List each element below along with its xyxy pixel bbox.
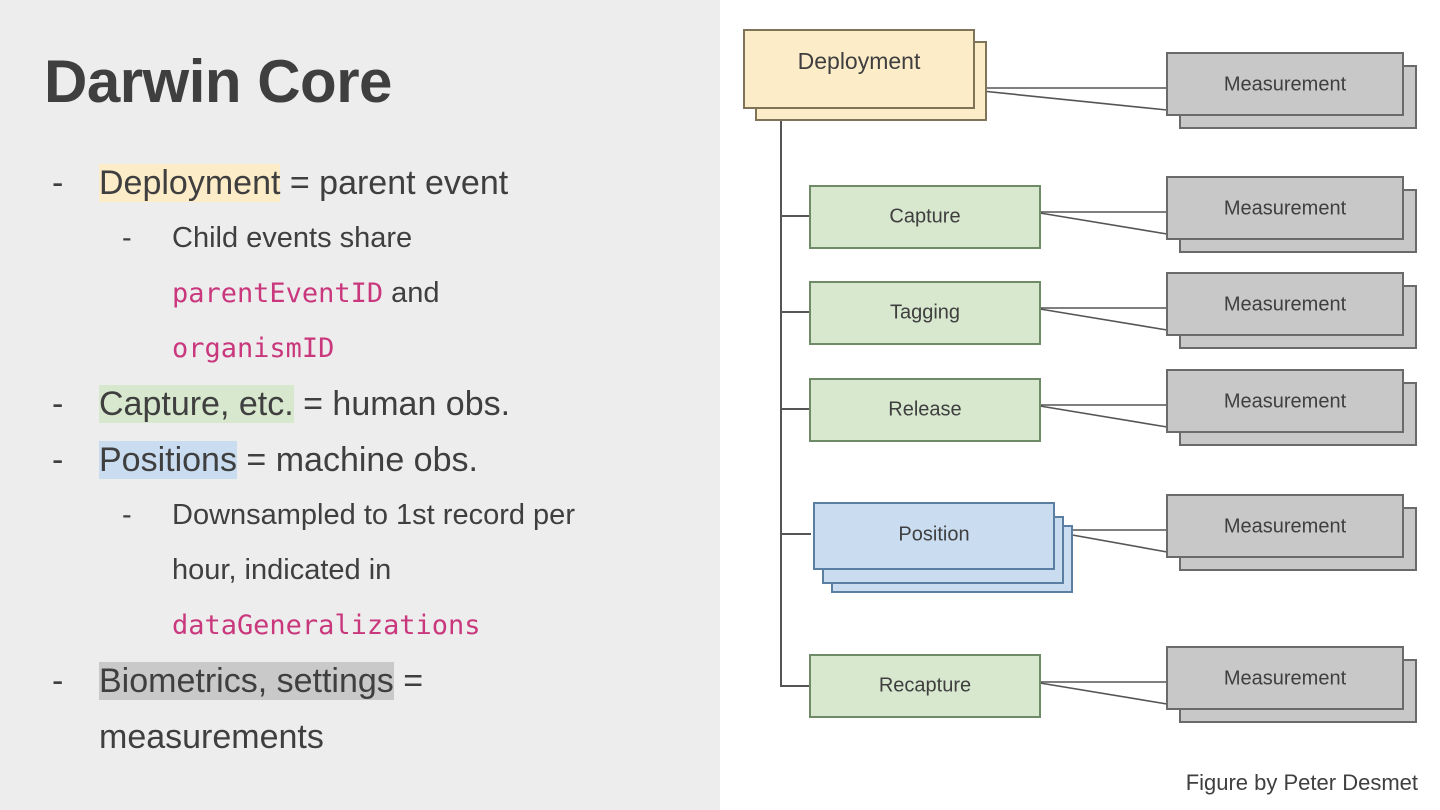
- bullet-marker: -: [122, 499, 132, 531]
- capture-box: [809, 185, 1041, 249]
- node-recapture[interactable]: Recapture: [809, 654, 1041, 718]
- code-datageneralizations: dataGeneralizations: [172, 610, 481, 641]
- bullet-text-positions-rest: = machine obs.: [236, 441, 478, 479]
- measurement-label: Measurement: [1224, 73, 1347, 95]
- conn-recapture-m2: [1039, 682, 1168, 705]
- node-measurement-recapture[interactable]: Measurement: [1166, 646, 1417, 723]
- bullet-line-organismid: organismID: [172, 321, 714, 376]
- node-position[interactable]: Position: [813, 502, 1073, 593]
- tagging-label: Tagging: [890, 301, 960, 323]
- darwin-core-diagram: Deployment Capture Tagging Release: [743, 29, 1417, 723]
- bullet-text-and: and: [383, 277, 440, 309]
- bullet-item-deployment: - Deployment = parent event: [44, 155, 714, 211]
- bullet-marker: -: [52, 385, 64, 423]
- measurement-box-front: [1166, 646, 1404, 710]
- measurement-box-front: [1166, 176, 1404, 240]
- node-capture[interactable]: Capture: [809, 185, 1041, 249]
- bullet-item-biometrics: - Biometrics, settings = measurements: [44, 653, 714, 765]
- code-parenteventid: parentEventID: [172, 278, 384, 309]
- measurement-label: Measurement: [1224, 515, 1347, 537]
- bullet-line-datageneralizations: dataGeneralizations: [172, 598, 714, 653]
- bullet-highlight-positions: Positions: [99, 441, 237, 479]
- bullet-item-positions: - Positions = machine obs.: [44, 432, 714, 488]
- node-measurement-tagging[interactable]: Measurement: [1166, 272, 1417, 349]
- bullet-marker: -: [52, 441, 64, 479]
- figure-credit: Figure by Peter Desmet: [1185, 770, 1418, 795]
- conn-tagging-m2: [1039, 308, 1168, 331]
- measurement-box-front: [1166, 369, 1404, 433]
- bullet-list: - Deployment = parent event - Child even…: [44, 155, 714, 765]
- measurement-label: Measurement: [1224, 390, 1347, 412]
- measurement-connectors: [971, 87, 1168, 705]
- bullet-text-downsampled-1: Downsampled to 1st record per: [172, 499, 575, 531]
- deployment-box-front: [743, 29, 975, 109]
- bullet-line-parenteventid: parentEventID and: [172, 266, 714, 321]
- bullet-text-measurements: measurements: [99, 718, 324, 756]
- recapture-label: Recapture: [879, 674, 971, 696]
- bullet-highlight-capture: Capture, etc.: [99, 385, 294, 423]
- capture-label: Capture: [889, 205, 960, 227]
- release-label: Release: [888, 398, 961, 420]
- measurement-box-front: [1166, 494, 1404, 558]
- measurement-label: Measurement: [1224, 293, 1347, 315]
- bullet-text-deployment-rest: = parent event: [280, 164, 509, 202]
- bullet-text-child-events: Child events share: [172, 222, 413, 254]
- bullet-item-child-events: - Child events share parentEventID and o…: [44, 211, 714, 376]
- measurement-box-front: [1166, 52, 1404, 116]
- node-measurement-position[interactable]: Measurement: [1166, 494, 1417, 571]
- right-diagram-panel: Deployment Capture Tagging Release: [720, 0, 1440, 810]
- conn-deployment-m2: [971, 89, 1168, 111]
- bullet-line-biometrics: Biometrics, settings =: [99, 653, 714, 709]
- measurement-label: Measurement: [1224, 667, 1347, 689]
- connector-lines: [780, 112, 811, 687]
- conn-release-m2: [1039, 405, 1168, 428]
- bullet-text-capture-rest: = human obs.: [293, 385, 511, 423]
- bullet-text-biometrics-rest: =: [393, 662, 424, 700]
- node-deployment[interactable]: Deployment: [743, 29, 987, 121]
- conn-capture-m2: [1039, 212, 1168, 235]
- bullet-highlight-deployment: Deployment: [99, 164, 281, 202]
- bullet-marker: -: [122, 222, 132, 254]
- node-measurement-deployment[interactable]: Measurement: [1166, 52, 1417, 129]
- node-measurement-capture[interactable]: Measurement: [1166, 176, 1417, 253]
- bullet-item-downsampled: - Downsampled to 1st record per hour, in…: [44, 488, 714, 653]
- measurement-box-front: [1166, 272, 1404, 336]
- code-organismid: organismID: [172, 333, 335, 364]
- bullet-item-capture: - Capture, etc. = human obs.: [44, 376, 714, 432]
- node-measurement-release[interactable]: Measurement: [1166, 369, 1417, 446]
- bullet-marker: -: [52, 662, 64, 700]
- node-tagging[interactable]: Tagging: [809, 281, 1041, 345]
- bullet-text-downsampled-2: hour, indicated in: [172, 554, 392, 586]
- deployment-label: Deployment: [798, 48, 921, 74]
- position-label: Position: [898, 523, 969, 545]
- bullet-highlight-biometrics: Biometrics, settings: [99, 662, 394, 700]
- bullet-marker: -: [52, 164, 64, 202]
- release-box: [809, 378, 1041, 442]
- tagging-box: [809, 281, 1041, 345]
- position-box-front: [813, 502, 1055, 570]
- measurement-label: Measurement: [1224, 197, 1347, 219]
- page-title: Darwin Core: [44, 48, 392, 115]
- left-content-panel: Darwin Core - Deployment = parent event …: [0, 0, 720, 810]
- node-release[interactable]: Release: [809, 378, 1041, 442]
- recapture-box: [809, 654, 1041, 718]
